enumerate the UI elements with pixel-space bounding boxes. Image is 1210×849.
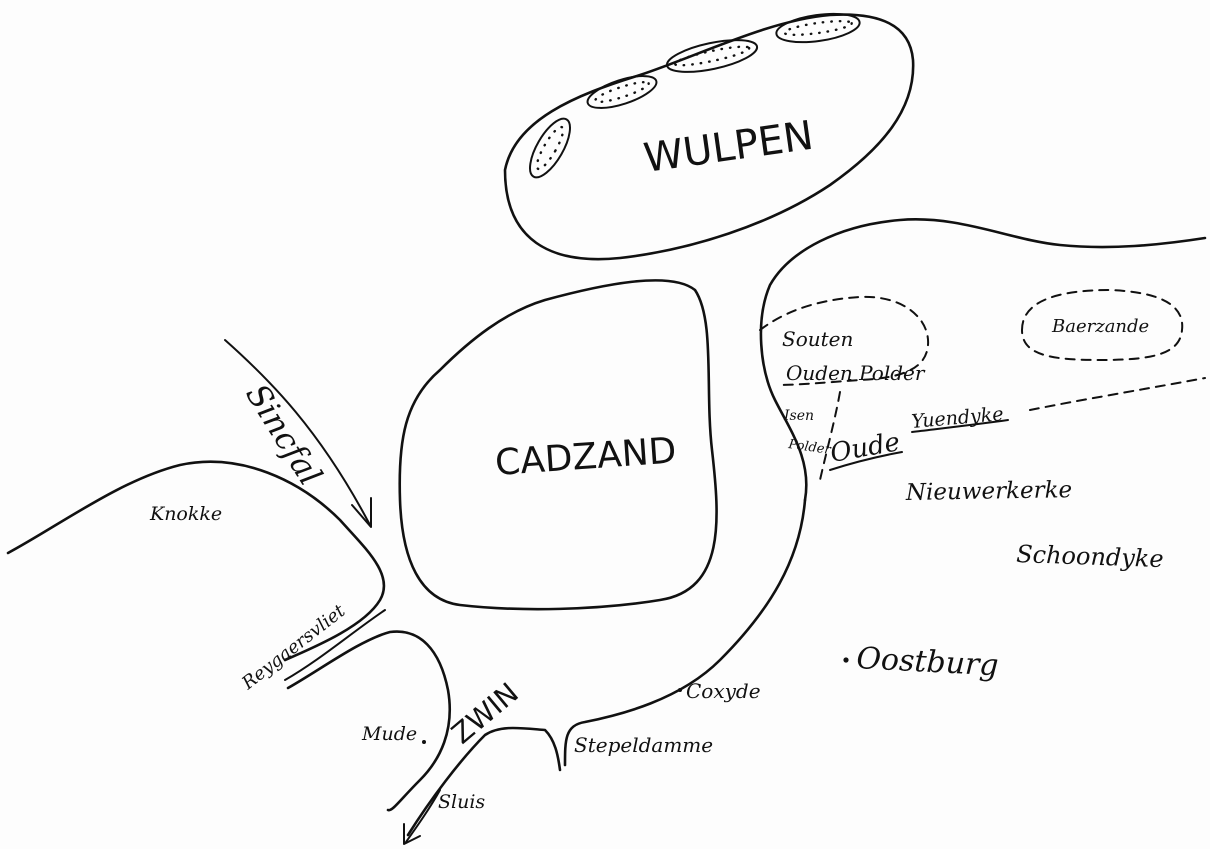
wulpen-sandbank-2 — [586, 75, 658, 109]
wulpen-sandbank-1-dots — [535, 125, 565, 171]
mude-label: Mude — [361, 723, 417, 745]
wulpen-sandbank-3 — [665, 39, 759, 73]
stepeldamme-label: Stepeldamme — [574, 733, 713, 757]
wulpen-sandbank-4 — [775, 12, 861, 44]
yuendyke-dike-line — [1029, 377, 1206, 411]
cadzand-label: CADZAND — [494, 430, 678, 484]
oostburg-label: Oostburg — [856, 641, 1000, 683]
sincfal-label: Sincfal — [238, 377, 329, 492]
knokke-label: Knokke — [149, 503, 222, 525]
reygaersvliet-underline — [284, 609, 386, 681]
souten-ouden-polder-boundary — [759, 295, 930, 386]
yuendyke-underline — [911, 419, 1009, 433]
sincfal-arrow-head — [351, 497, 372, 528]
yuendyke-label: Yuendyke — [911, 403, 1005, 433]
cadzand-island-outline — [398, 279, 718, 611]
knokke-coast — [6, 460, 386, 662]
sluis-arrow — [405, 789, 441, 843]
coxyde-label: Coxyde — [686, 679, 761, 703]
wulpen-sandbank-4-dots — [783, 19, 853, 37]
schoondyke-label: Schoondyke — [1016, 540, 1164, 573]
east-mainland-coast — [759, 218, 1207, 502]
coxyde-dot — [678, 688, 682, 692]
oude-underline — [829, 451, 903, 471]
sluis-arrow-head — [403, 823, 421, 845]
baerzande-label: Baerzande — [1051, 316, 1149, 337]
ouden-polder-label: Ouden Polder — [786, 361, 926, 385]
mude-dot — [422, 740, 426, 744]
zwin-west-bank — [406, 726, 562, 837]
wulpen-island-outline — [503, 13, 915, 261]
zwin-east-bank — [563, 498, 807, 767]
oostburg-dot — [843, 657, 849, 663]
sluis-label: Sluis — [438, 791, 485, 813]
oude-label: Oude — [828, 427, 902, 469]
wulpen-sandbank-2-dots — [594, 80, 650, 104]
wulpen-sandbank-1 — [529, 117, 571, 179]
wulpen-label: WULPEN — [641, 113, 816, 182]
isen-polder-boundary — [819, 391, 841, 481]
reygaersvliet-bank — [286, 630, 452, 812]
zwin-label: ZWIN — [445, 676, 524, 750]
baerzande-boundary — [1020, 288, 1184, 362]
isen-label: Isen — [783, 408, 814, 424]
wulpen-sandbank-3-dots — [673, 45, 751, 67]
polder-label: Polder — [786, 437, 832, 458]
souten-label: Souten — [782, 327, 853, 351]
sincfal-arrow — [224, 339, 371, 526]
nieuwerkerke-label: Nieuwerkerke — [905, 477, 1073, 506]
